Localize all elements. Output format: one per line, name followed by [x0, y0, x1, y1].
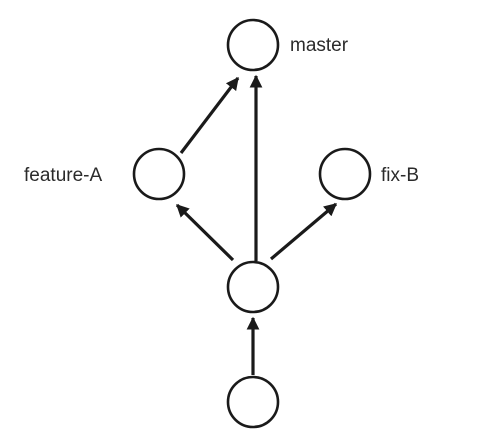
label-fix-b: fix-B — [381, 165, 419, 186]
edge-merge-to-feature-a — [175, 203, 235, 262]
label-master: master — [290, 35, 349, 56]
commit-node-fix-b — [318, 147, 372, 201]
edge-merge-to-fix-b — [269, 202, 338, 261]
commit-node-root — [226, 375, 280, 429]
label-feature-a: feature-A — [24, 165, 102, 186]
commit-node-master — [226, 18, 280, 72]
edge-feature-a-to-master — [179, 76, 240, 154]
commit-node-feature-a — [132, 147, 186, 201]
commit-node-merge-base — [226, 260, 280, 314]
